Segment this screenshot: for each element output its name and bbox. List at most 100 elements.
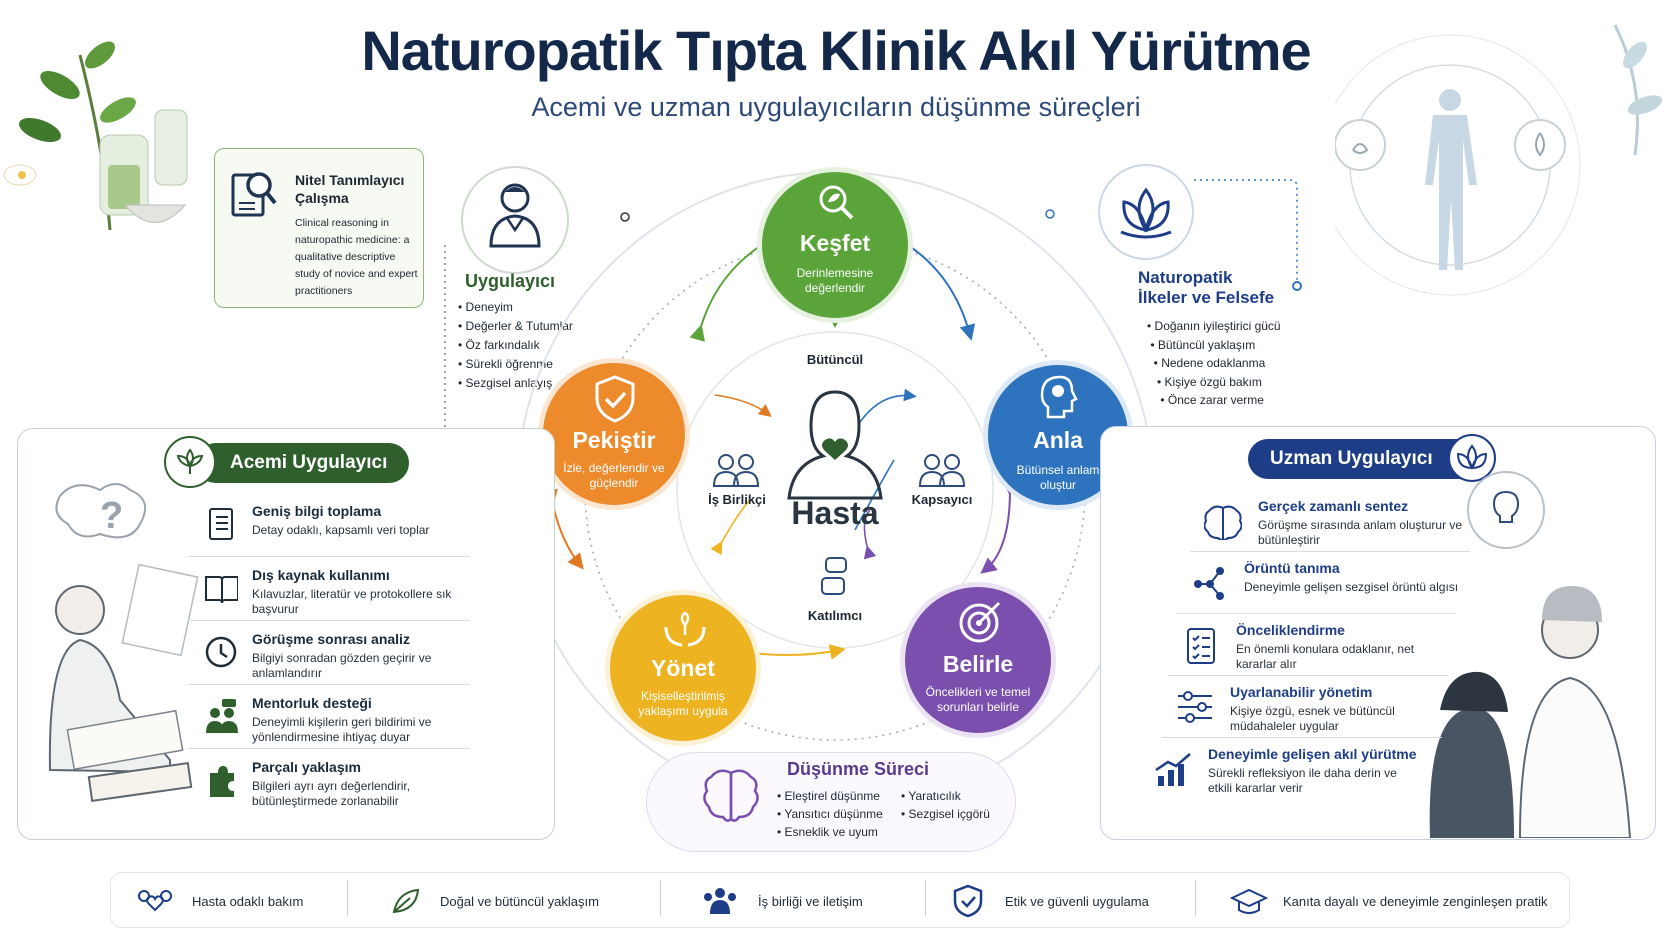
brain-icon bbox=[703, 769, 759, 822]
target-icon bbox=[959, 601, 1001, 643]
novice-item: Geniş bilgi toplama Detay odaklı, kapsam… bbox=[188, 493, 470, 557]
sliders-icon bbox=[1178, 691, 1212, 723]
yonet-title: Yönet bbox=[651, 655, 715, 681]
lotus-icon bbox=[1120, 187, 1172, 239]
patient-label: Hasta bbox=[791, 495, 879, 531]
page-title: Naturopatik Tıpta Klinik Akıl Yürütme bbox=[361, 19, 1311, 82]
expert-item-desc: Deneyimle gelişen sezgisel örüntü algısı bbox=[1244, 580, 1459, 594]
thinking-title: Düşünme Süreci bbox=[787, 759, 930, 779]
collaboration-icon bbox=[712, 454, 760, 487]
leaf-icon bbox=[176, 448, 204, 474]
expert-item: Uyarlanabilir yönetim Kişiye özgü, esnek… bbox=[1162, 676, 1442, 738]
inclusive-icon bbox=[918, 454, 966, 487]
clock-icon bbox=[205, 636, 237, 668]
principles-item: • Önce zarar verme bbox=[1147, 393, 1264, 407]
principles-item: • Doğanın iyileştirici gücü bbox=[1147, 319, 1281, 333]
svg-text:?: ? bbox=[100, 495, 123, 537]
chat-icon bbox=[821, 557, 847, 595]
footer-item: Etik ve güvenli uygulama bbox=[1005, 894, 1149, 909]
search-leaf-icon bbox=[819, 185, 854, 220]
lotus-small-icon bbox=[1456, 444, 1488, 470]
center-left-label: İş Birlikçi bbox=[708, 492, 766, 507]
expert-item-desc: Sürekli refleksiyon ile daha derin ve et… bbox=[1208, 766, 1397, 795]
novice-title: Acemi Uygulayıcı bbox=[196, 443, 410, 483]
novice-item-title: Dış kaynak kullanımı bbox=[252, 567, 390, 583]
belirle-node[interactable]: Belirle Öncelikleri ve temel sorunları b… bbox=[900, 582, 1056, 738]
thinking-item: • Yaratıcılık bbox=[901, 789, 961, 803]
novice-item-desc: Bilgileri ayrı ayrı değerlendirir, bütün… bbox=[252, 779, 411, 808]
novice-item-desc: Deneyimli kişilerin geri bildirimi ve yö… bbox=[252, 715, 432, 744]
principles-item: • Nedene odaklanma bbox=[1147, 356, 1266, 370]
practitioner-list: • Deneyim • Değerler & Tutumlar • Öz far… bbox=[458, 298, 573, 393]
yonet-desc: Kişiselleştirilmiş yaklaşımı uygula bbox=[638, 689, 728, 718]
hands-plant-icon bbox=[664, 611, 706, 647]
thinking-col2: • Yaratıcılık • Sezgisel içgörü bbox=[901, 787, 990, 823]
anla-desc: Bütünsel anlam oluştur bbox=[1016, 463, 1100, 492]
shield-footer-icon bbox=[953, 884, 983, 918]
heart-people-icon bbox=[138, 890, 172, 912]
expert-illustration bbox=[1429, 471, 1632, 838]
footer-item: Kanıta dayalı ve deneyimle zenginleşen p… bbox=[1283, 894, 1548, 909]
magnifier-document-icon bbox=[231, 172, 277, 217]
novice-item-title: Mentorluk desteği bbox=[252, 695, 372, 711]
kesfet-node[interactable]: Keşfet Derinlemesine değerlendir bbox=[757, 167, 913, 323]
herbs-illustration bbox=[3, 41, 188, 231]
expert-badge bbox=[1448, 434, 1496, 482]
expert-item-title: Önceliklendirme bbox=[1236, 622, 1345, 638]
novice-item-title: Geniş bilgi toplama bbox=[252, 503, 382, 519]
novice-item-title: Parçalı yaklaşım bbox=[252, 759, 361, 775]
shield-check-icon bbox=[595, 375, 635, 423]
principles-connector bbox=[1098, 164, 1302, 291]
page-subtitle: Acemi ve uzman uygulayıcıların düşünme s… bbox=[531, 92, 1141, 122]
kesfet-desc: Derinlemesine değerlendir bbox=[796, 266, 874, 295]
priority-list-icon bbox=[1187, 628, 1215, 664]
footer-item: İş birliği ve iletişim bbox=[758, 894, 863, 909]
thinking-item: • Yansıtıcı düşünme bbox=[777, 807, 883, 821]
center-top-label: Bütüncül bbox=[806, 352, 864, 367]
practitioner-item: • Öz farkındalık bbox=[458, 338, 540, 352]
novice-badge bbox=[164, 436, 216, 488]
center-right-label: Kapsayıcı bbox=[911, 492, 973, 507]
brain-outline-icon bbox=[1204, 505, 1242, 540]
growth-chart-icon bbox=[1155, 753, 1191, 786]
book-icon bbox=[205, 576, 238, 604]
novice-illustration: ? bbox=[48, 483, 199, 802]
practitioner-icon bbox=[489, 183, 541, 248]
footer-separator bbox=[660, 880, 661, 916]
puzzle-icon bbox=[210, 766, 234, 797]
novice-item-desc: Bilgiyi sonradan gözden geçirir ve anlam… bbox=[252, 651, 432, 680]
team-icon bbox=[704, 888, 736, 914]
practitioner-item: • Sezgisel anlayış bbox=[458, 376, 553, 390]
leaf-footer-icon bbox=[392, 888, 420, 914]
thinking-item: • Eleştirel düşünme bbox=[777, 789, 880, 803]
thinking-col1: • Eleştirel düşünme • Yansıtıcı düşünme … bbox=[777, 787, 883, 841]
expert-item-title: Gerçek zamanlı sentez bbox=[1258, 498, 1409, 514]
pekistir-node[interactable]: Pekiştir İzle, değerlendir ve güçlendir bbox=[538, 358, 690, 510]
practitioner-item: • Değerler & Tutumlar bbox=[458, 319, 573, 333]
kesfet-title: Keşfet bbox=[799, 230, 871, 256]
expert-item-desc: Görüşme sırasında anlam oluşturur ve büt… bbox=[1258, 518, 1463, 547]
thinking-process-box: Düşünme Süreci • Eleştirel düşünme • Yan… bbox=[646, 752, 1016, 852]
patient-icon bbox=[787, 390, 883, 500]
checklist-icon bbox=[209, 508, 233, 540]
center-bottom-label: Katılımcı bbox=[807, 608, 863, 623]
expert-item-desc: En önemli konulara odaklanır, net kararl… bbox=[1236, 642, 1415, 671]
yonet-node[interactable]: Yönet Kişiselleştirilmiş yaklaşımı uygul… bbox=[605, 590, 761, 746]
thinking-item: • Esneklik ve uyum bbox=[777, 825, 878, 839]
study-text: Clinical reasoning in naturopathic medic… bbox=[295, 217, 418, 297]
body-illustration bbox=[1335, 24, 1663, 296]
principles-item: • Kişiye özgü bakım bbox=[1147, 374, 1262, 389]
expert-item-title: Uyarlanabilir yönetim bbox=[1230, 684, 1373, 700]
expert-item-desc: Kişiye özgü, esnek ve bütüncül müdahalel… bbox=[1230, 704, 1395, 733]
practitioner-item: • Sürekli öğrenme bbox=[458, 357, 553, 371]
brain-head-icon bbox=[1040, 375, 1078, 419]
pekistir-desc: İzle, değerlendir ve güçlendir bbox=[563, 461, 665, 490]
belirle-title: Belirle bbox=[942, 651, 1014, 677]
practitioner-item: • Deneyim bbox=[458, 300, 513, 314]
mentor-icon bbox=[206, 699, 238, 733]
expert-item: Önceliklendirme En önemli konulara odakl… bbox=[1168, 614, 1448, 676]
network-icon bbox=[1194, 567, 1224, 600]
novice-item: Parçalı yaklaşım Bilgileri ayrı ayrı değ… bbox=[188, 749, 470, 813]
expert-item-title: Örüntü tanıma bbox=[1244, 560, 1340, 576]
novice-item-title: Görüşme sonrası analiz bbox=[252, 631, 410, 647]
